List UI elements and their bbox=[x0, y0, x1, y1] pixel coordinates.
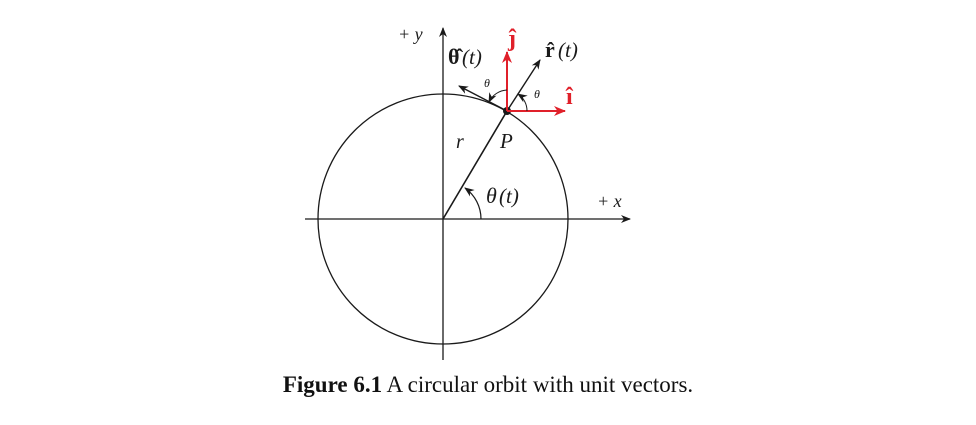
caption-label: Figure 6.1 bbox=[282, 372, 383, 397]
angle-arc bbox=[464, 187, 482, 220]
radius-line bbox=[442, 110, 508, 220]
r-hat-label: r̂ bbox=[545, 37, 555, 62]
angle-label: θ bbox=[486, 183, 497, 208]
small-theta-right: θ bbox=[534, 87, 540, 101]
r-hat-arg: (t) bbox=[558, 38, 578, 62]
point-p-label: P bbox=[499, 129, 513, 153]
small-angle-arc-right bbox=[517, 93, 528, 112]
small-theta-left: θ bbox=[484, 76, 490, 90]
x-axis-label: + x bbox=[597, 191, 622, 211]
y-axis-label: + y bbox=[398, 24, 423, 44]
small-angle-arc-left bbox=[488, 89, 508, 103]
angle-t-label: (t) bbox=[499, 184, 519, 208]
theta-hat-vector bbox=[458, 85, 508, 112]
i-hat-label: î bbox=[565, 84, 574, 110]
figure-caption: Figure 6.1 A circular orbit with unit ve… bbox=[0, 372, 976, 398]
r-hat-vector bbox=[506, 59, 541, 112]
theta-hat-arg: (t) bbox=[462, 45, 482, 69]
j-hat-label: ĵ bbox=[507, 26, 517, 52]
radius-label: r bbox=[456, 131, 464, 153]
caption-text: A circular orbit with unit vectors. bbox=[382, 372, 694, 397]
